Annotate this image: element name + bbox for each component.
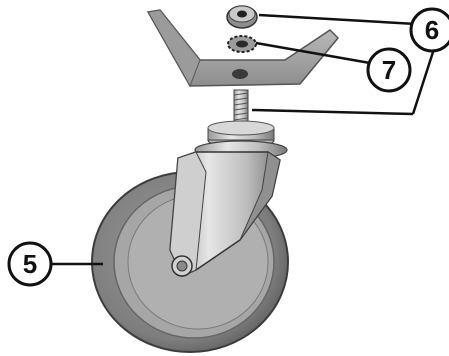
callout-6-label: 6 [425,15,439,45]
callout-7: 7 [368,49,410,91]
callout-7-label: 7 [382,55,396,85]
callout-5: 5 [9,243,51,285]
callout-5-label: 5 [23,249,37,279]
toothed-washer [228,36,256,52]
nut [227,6,257,28]
axle-bolt [172,256,192,276]
callout-6: 6 [411,9,449,51]
